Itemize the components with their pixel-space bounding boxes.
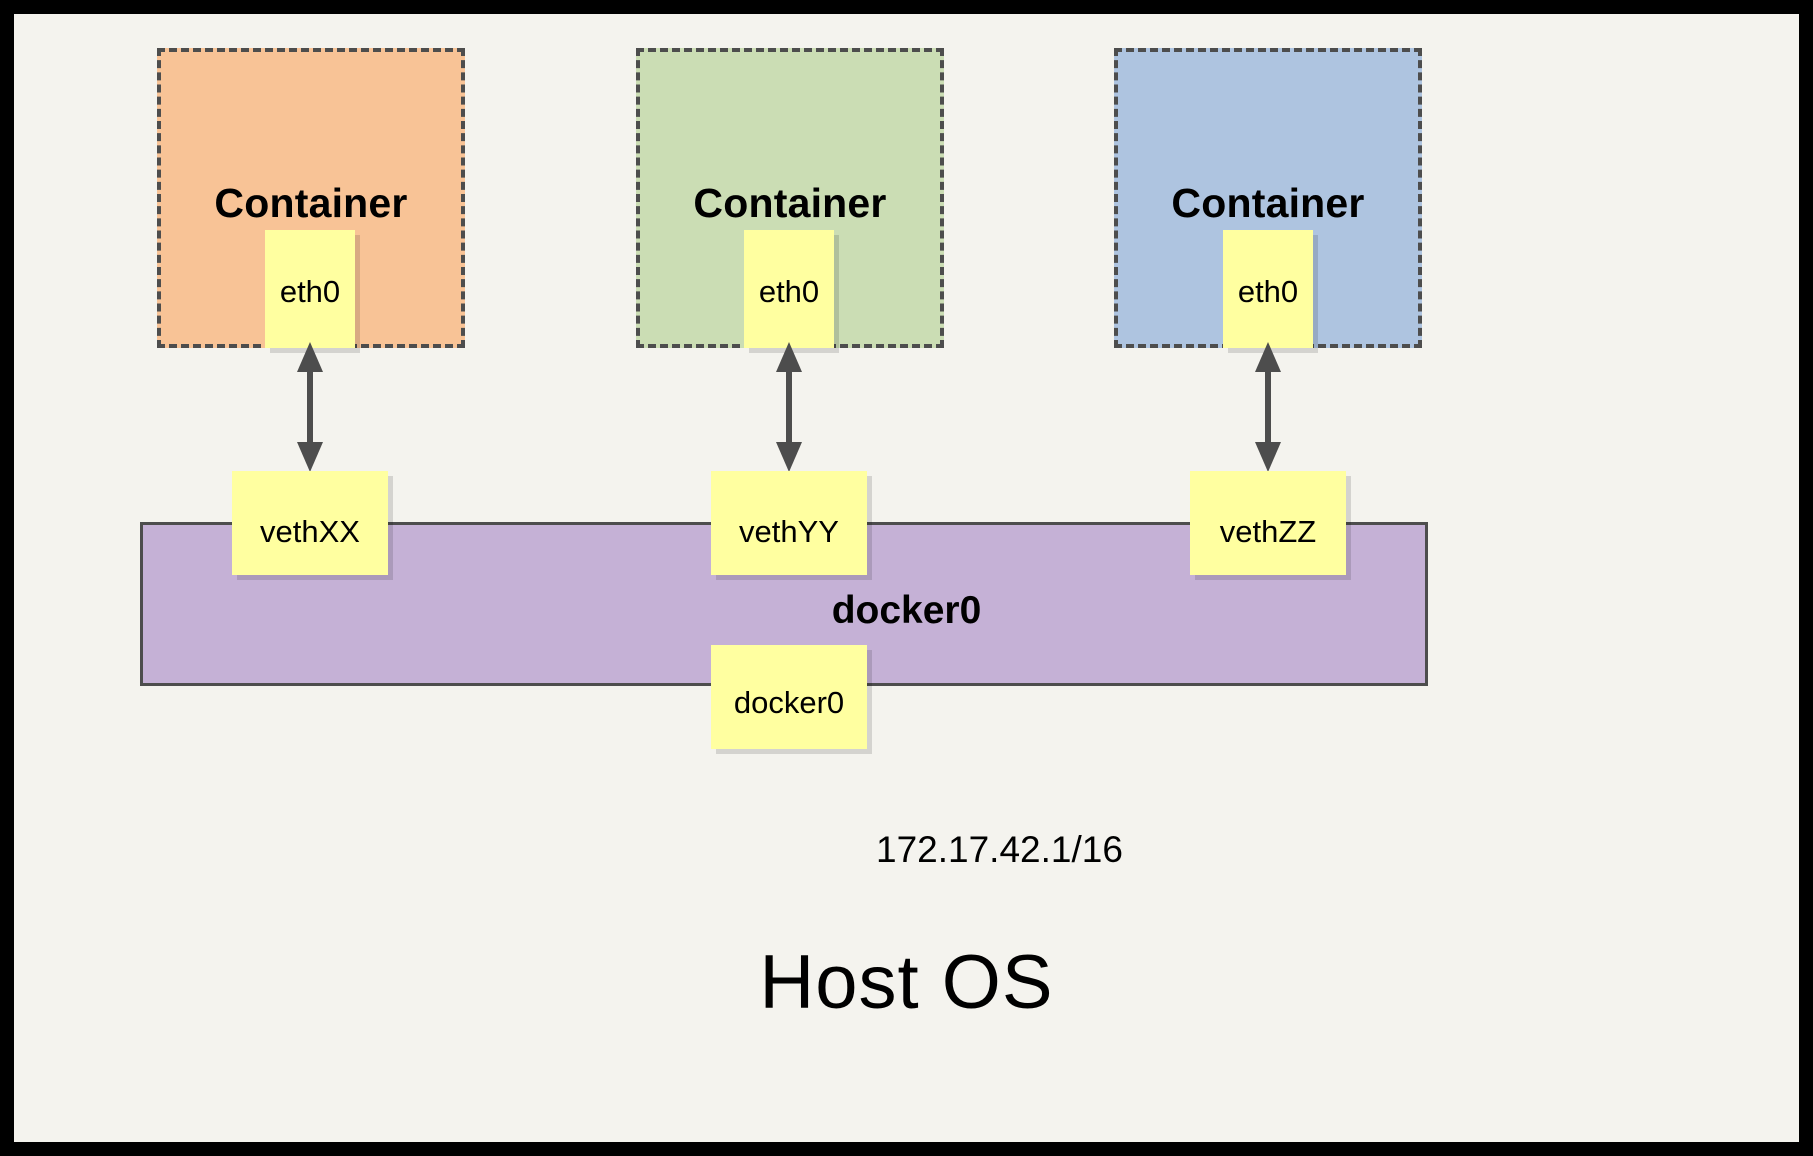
veth-box-1: vethXX — [232, 471, 388, 575]
docker0-bridge-label: docker0 — [831, 589, 982, 632]
container-title-3: Container — [1171, 180, 1365, 226]
link-arrow-1 — [297, 342, 323, 472]
link-arrow-3 — [1255, 342, 1281, 472]
veth-box-2: vethYY — [711, 471, 867, 575]
docker0-ip-label: 172.17.42.1/16 — [876, 829, 1123, 870]
eth0-box-2: eth0 — [744, 230, 834, 348]
eth0-box-3: eth0 — [1223, 230, 1313, 348]
host-os-label: Host OS — [759, 940, 1054, 1025]
docker0-port-box: docker0 — [711, 645, 867, 749]
link-arrow-2 — [776, 342, 802, 472]
veth-box-3: vethZZ — [1190, 471, 1346, 575]
container-title-2: Container — [693, 180, 887, 226]
container-title-1: Container — [214, 180, 408, 226]
eth0-box-1: eth0 — [265, 230, 355, 348]
